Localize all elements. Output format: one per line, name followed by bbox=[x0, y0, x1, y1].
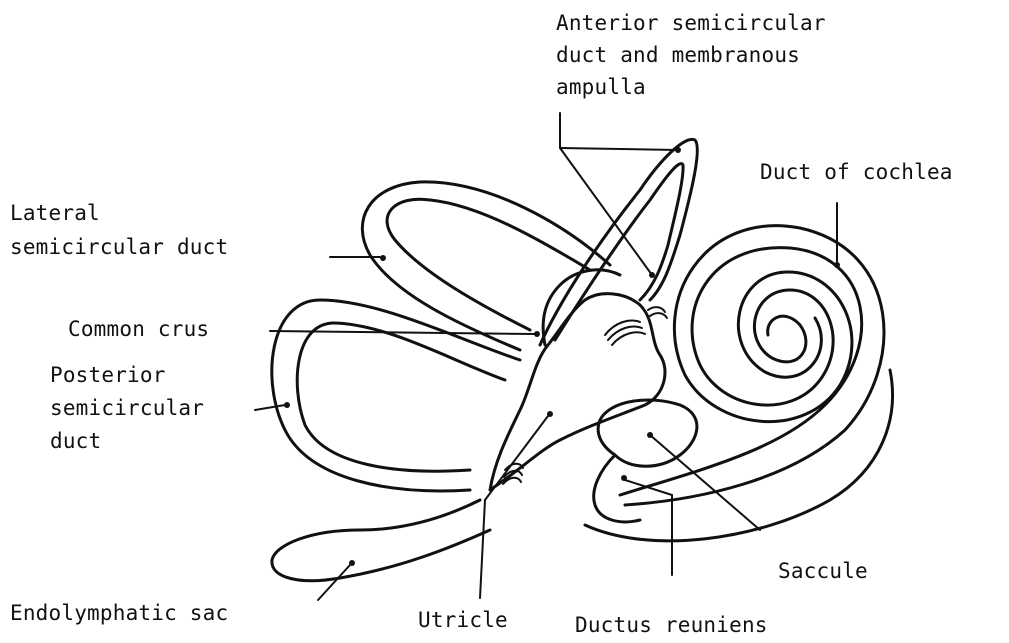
label-anterior-line1: Anterior semicircular bbox=[556, 8, 826, 38]
label-anterior-line3: ampulla bbox=[556, 72, 646, 102]
label-posterior-line1: Posterior bbox=[50, 360, 166, 390]
label-lateral-line1: Lateral bbox=[10, 198, 100, 228]
label-duct-of-cochlea: Duct of cochlea bbox=[760, 157, 953, 187]
label-posterior-line3: duct bbox=[50, 426, 101, 456]
label-anterior-line2: duct and membranous bbox=[556, 40, 800, 70]
posterior-semicircular-duct bbox=[272, 300, 520, 491]
label-saccule: Saccule bbox=[778, 556, 868, 586]
label-posterior-line2: semicircular bbox=[50, 393, 204, 423]
label-common-crus: Common crus bbox=[68, 314, 209, 344]
label-utricle: Utricle bbox=[418, 605, 508, 635]
lateral-semicircular-duct bbox=[362, 182, 610, 350]
cochlear-duct bbox=[585, 226, 893, 541]
anterior-semicircular-duct bbox=[540, 139, 697, 345]
label-endolymphatic-sac: Endolymphatic sac bbox=[10, 598, 228, 628]
endolymphatic-sac bbox=[272, 500, 490, 581]
label-ductus-reuniens: Ductus reuniens bbox=[575, 610, 768, 640]
label-lateral-line2: semicircular duct bbox=[10, 232, 228, 262]
